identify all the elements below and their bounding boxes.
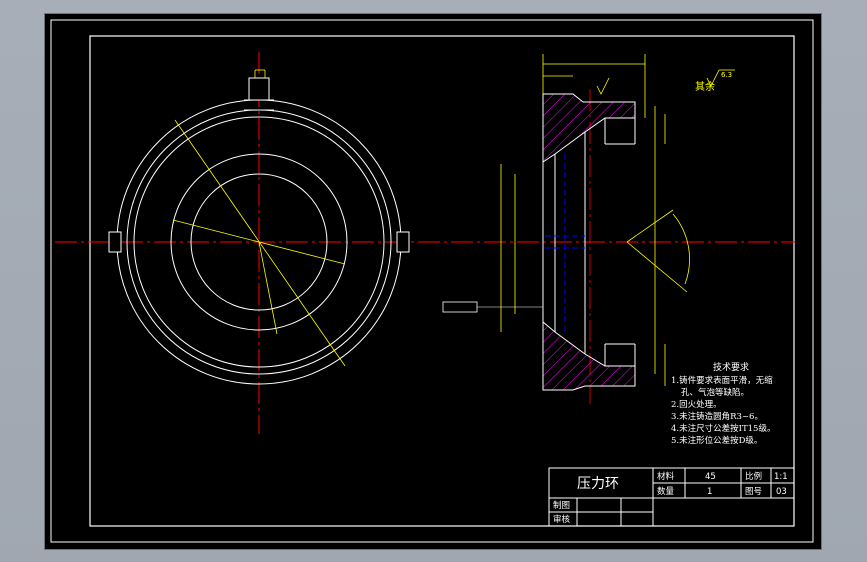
tech-req-item-5: 4.未注尺寸公差按IT15级。: [671, 423, 775, 434]
drawing-no-value: 03: [776, 487, 787, 497]
drawing-frame: [89, 35, 795, 527]
quantity-value: 1: [707, 487, 712, 497]
inner-circle: [190, 173, 328, 311]
material-value: 45: [705, 472, 716, 482]
drawing-no-label: 图号: [745, 487, 762, 497]
sheet-border: [50, 19, 814, 543]
roughness-symbol-corner: [706, 69, 720, 87]
tech-req-item-3: 2.回火处理。: [671, 399, 722, 410]
section-hatch-top: [542, 93, 636, 163]
lug-left: [108, 231, 122, 253]
tech-req-item-1: 1.铸件要求表面平滑，无缩: [671, 375, 773, 386]
diameter-dim-2: [174, 119, 346, 367]
tech-req-item-2: 孔、气泡等缺陷。: [681, 387, 749, 398]
mid-circle: [170, 153, 348, 331]
part-name: 压力环: [577, 476, 619, 492]
tech-req-item-6: 5.未注形位公差按D级。: [671, 435, 762, 446]
reviewed-label: 审核: [553, 514, 571, 525]
outer-circle-3: [133, 116, 385, 368]
angle-arc: [672, 213, 690, 285]
tech-req-item-4: 3.未注铸造圆角R3~6。: [671, 411, 763, 422]
cad-drawing: 其余 6.3 技术要求 1.铸件要求表面平滑，无缩 孔、气泡等缺陷。 2.回火处…: [50, 19, 814, 543]
front-view[interactable]: [55, 52, 795, 434]
roughness-value: 6.3: [721, 71, 732, 79]
roughness-symbol-top: [596, 77, 610, 95]
drafted-label: 制图: [553, 500, 570, 511]
section-hatch-bottom: [542, 320, 636, 391]
tech-req-heading: 技术要求: [713, 361, 749, 373]
technical-requirements: 技术要求 1.铸件要求表面平滑，无缩 孔、气泡等缺陷。 2.回火处理。 3.未注…: [671, 361, 775, 446]
material-label: 材料: [657, 471, 675, 482]
quantity-label: 数量: [657, 486, 675, 497]
scale-label: 比例: [745, 471, 762, 482]
scale-value: 1:1: [774, 472, 788, 482]
roughness-note: 其余: [695, 80, 715, 93]
datum-box: [442, 301, 478, 313]
lug-right: [396, 231, 410, 253]
lug-top: [248, 77, 270, 101]
section-view[interactable]: [442, 54, 735, 404]
drawing-canvas[interactable]: 其余 6.3 技术要求 1.铸件要求表面平滑，无缩 孔、气泡等缺陷。 2.回火处…: [45, 14, 821, 549]
title-block[interactable]: [548, 467, 795, 527]
